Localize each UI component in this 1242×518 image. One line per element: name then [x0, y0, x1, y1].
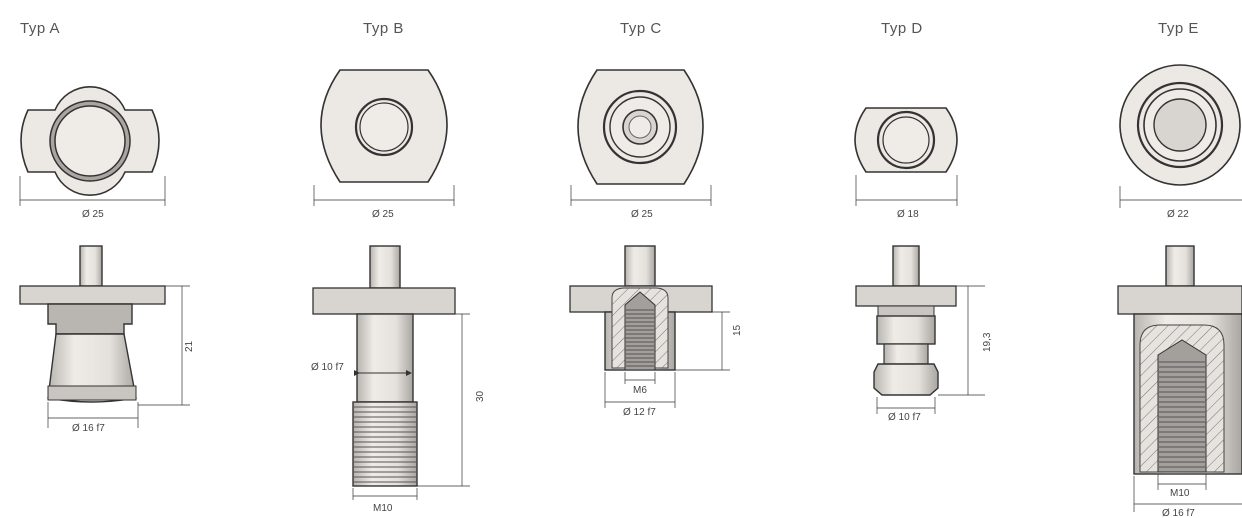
type-e-top-view	[1119, 64, 1241, 186]
type-d-top-view	[854, 107, 958, 173]
type-b-top-dim: Ø 25	[372, 209, 394, 220]
type-c-height-dim: 15	[732, 324, 743, 336]
type-e-thread-lines	[1159, 361, 1205, 468]
type-e-thread-dim: M10	[1170, 488, 1190, 499]
type-d-title: Typ D	[881, 20, 923, 37]
type-d-bottom-dim: Ø 10 f7	[888, 412, 921, 423]
type-b-thread-lines	[353, 406, 417, 483]
type-b-thread-dim: M10	[373, 503, 393, 514]
type-c-side-view	[569, 245, 713, 371]
type-d-group: Typ D Ø 18 19,3 Ø 10 f7	[854, 20, 993, 423]
type-b-top-view	[320, 69, 448, 183]
type-e-title: Typ E	[1158, 20, 1199, 37]
type-c-thread-lines	[626, 309, 654, 367]
type-e-group: Typ E Ø 22 M10 Ø 16 f7	[1117, 20, 1242, 518]
type-d-side-view	[855, 245, 957, 396]
type-c-group: Typ C Ø 25 15 M6 Ø 12 f7	[569, 20, 743, 418]
type-c-top-dim: Ø 25	[631, 209, 653, 220]
type-a-height-dim: 21	[184, 340, 195, 352]
type-b-side-view	[312, 245, 456, 487]
type-e-top-dim: Ø 22	[1167, 209, 1189, 220]
type-c-top-view	[577, 69, 704, 185]
type-e-bottom-dim: Ø 16 f7	[1162, 508, 1195, 518]
type-a-top-view	[20, 86, 160, 196]
type-e-side-view	[1117, 245, 1242, 475]
type-a-bottom-dim: Ø 16 f7	[72, 423, 105, 434]
type-c-bottom-dim: Ø 12 f7	[623, 407, 656, 418]
type-b-height-dim: 30	[475, 390, 486, 402]
type-b-shaft-dim: Ø 10 f7	[311, 362, 344, 373]
type-d-height-dim: 19,3	[982, 332, 993, 352]
type-d-top-dim: Ø 18	[897, 209, 919, 220]
type-c-thread-dim: M6	[633, 385, 647, 396]
type-c-title: Typ C	[620, 20, 662, 37]
type-a-group: Typ A Ø 25 21 Ø 16 f7	[19, 20, 195, 434]
type-b-group: Typ B Ø 25 Ø 10 f7 30 M10	[311, 20, 486, 514]
type-a-side-view	[19, 245, 166, 403]
type-a-title: Typ A	[20, 20, 60, 37]
type-b-title: Typ B	[363, 20, 404, 37]
type-a-top-dim: Ø 25	[82, 209, 104, 220]
